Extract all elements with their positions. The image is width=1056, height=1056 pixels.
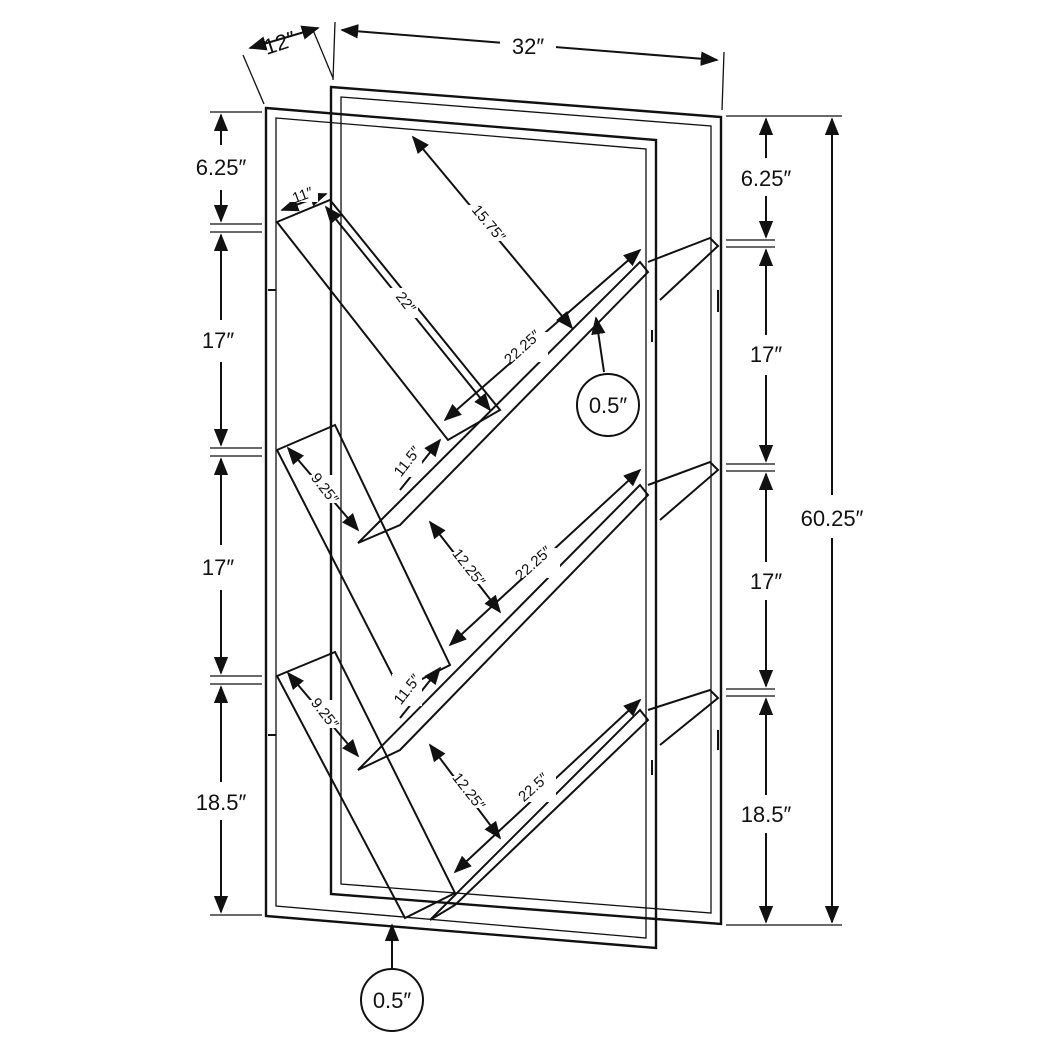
right-upper-label: 17″ [750, 342, 782, 367]
right-top-gap-label: 6.25″ [741, 166, 792, 191]
depth-label: 12″ [260, 26, 299, 60]
left-top-gap-label: 6.25″ [196, 155, 247, 180]
thickness-bottom-label: 0.5″ [373, 988, 412, 1013]
right-height-dimensions: 6.25″ 17″ 17″ 18.5″ 60.25″ [726, 115, 864, 926]
left-height-dimensions: 6.25″ 17″ 17″ 18.5″ [196, 111, 262, 916]
width-label: 32″ [512, 34, 544, 59]
left-bottom-label: 18.5″ [196, 790, 247, 815]
shelf-dimensions: 11″ 15.75″ 22″ 22.25″ 0.5″ 11.5″ 9.25″ 1… [280, 135, 642, 874]
width-dimension: 32″ [332, 21, 725, 111]
thickness-side-label: 0.5″ [589, 393, 628, 418]
overall-height-label: 60.25″ [801, 506, 864, 531]
top-shelf-depth-label: 11″ [290, 184, 316, 207]
left-upper-label: 17″ [202, 328, 234, 353]
depth-dimension: 12″ [242, 25, 334, 105]
right-bottom-label: 18.5″ [741, 802, 792, 827]
left-middle-label: 17″ [202, 555, 234, 580]
bottom-thickness-callout: 0.5″ [360, 923, 424, 1032]
right-middle-label: 17″ [750, 569, 782, 594]
